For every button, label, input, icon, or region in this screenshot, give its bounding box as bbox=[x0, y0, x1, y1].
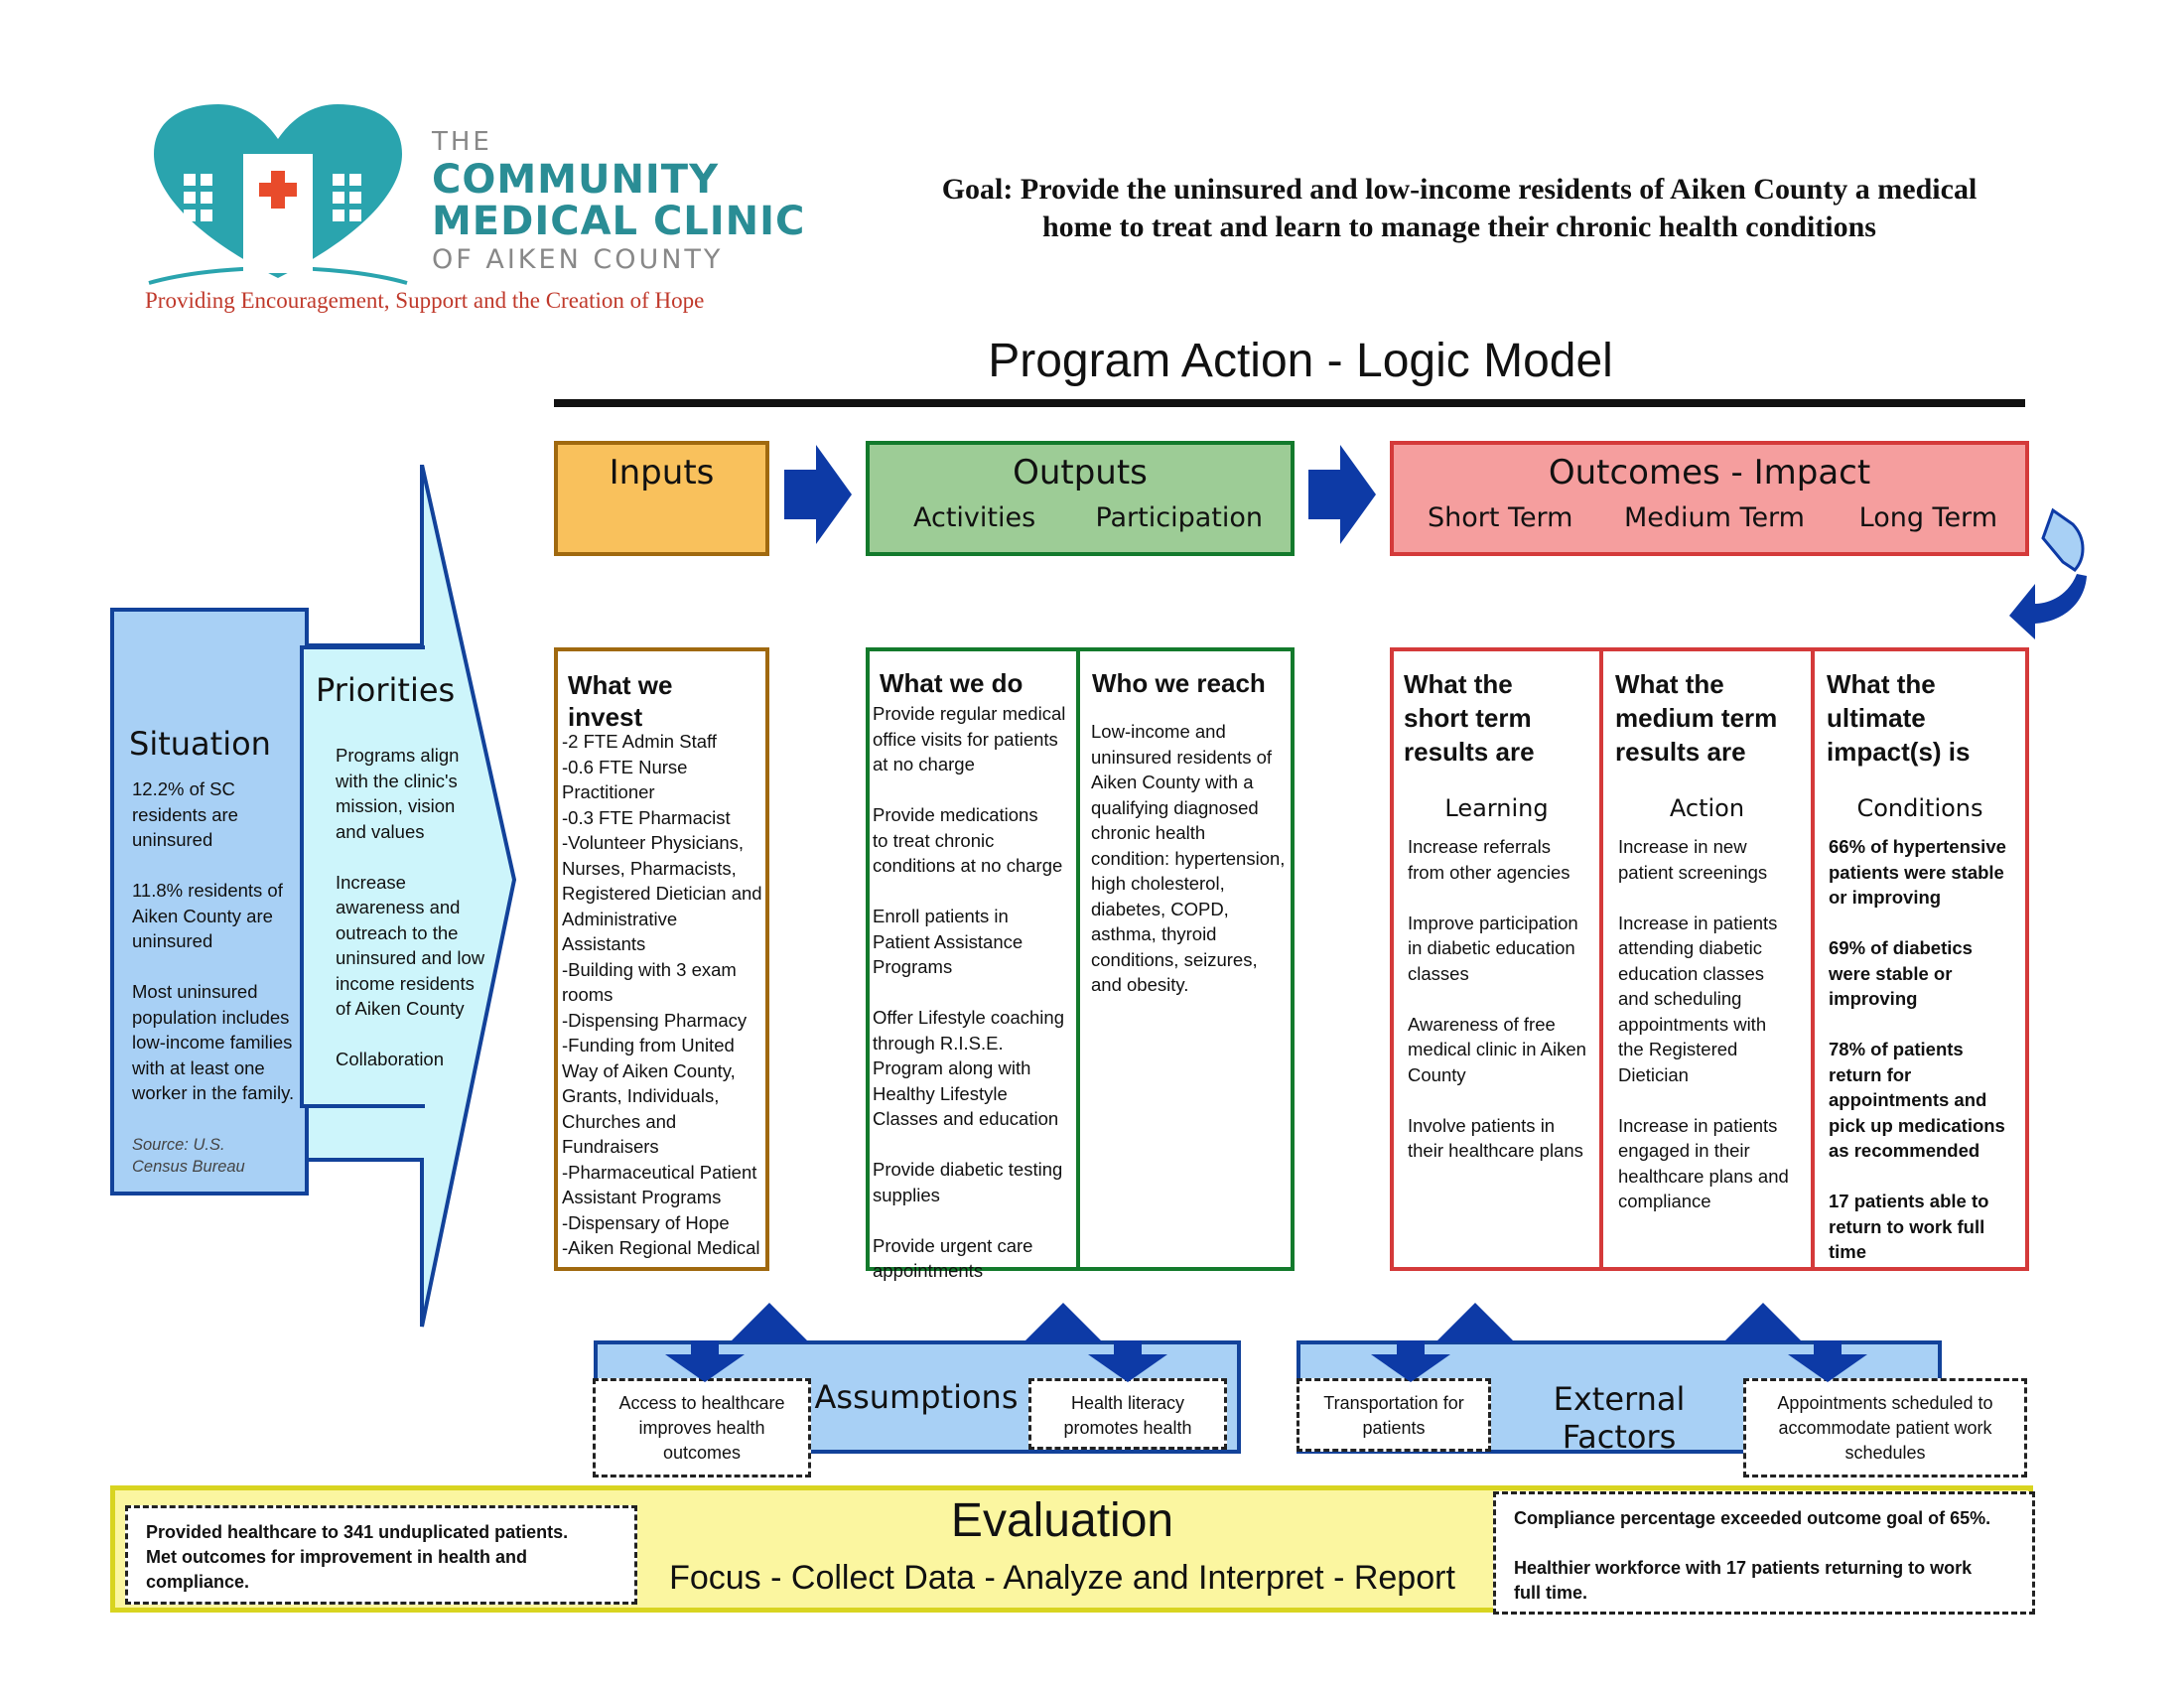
goal-statement: Goal: Provide the uninsured and low-inco… bbox=[941, 173, 1978, 243]
medium-term-title: What the medium term results are bbox=[1615, 669, 1778, 767]
logo-medical-clinic: MEDICAL CLINIC bbox=[432, 199, 806, 244]
reach-text: Low-income and uninsured residents of Ai… bbox=[1091, 721, 1286, 995]
short-term-text: Increase referrals from other agencies I… bbox=[1408, 836, 1586, 1161]
clinic-logo: THE COMMUNITY MEDICAL CLINIC OF AIKEN CO… bbox=[139, 99, 824, 318]
reach-title: Who we reach bbox=[1092, 668, 1266, 698]
evaluation-title: Evaluation bbox=[950, 1494, 1174, 1547]
invest-column: What we invest -2 FTE Admin Staff -0.6 F… bbox=[554, 647, 769, 1271]
long-term-text: 66% of hypertensive patients were stable… bbox=[1829, 836, 2006, 1262]
evaluation-right-box: Compliance percentage exceeded outcome g… bbox=[1493, 1491, 2035, 1615]
logo-aiken-county: OF AIKEN COUNTY bbox=[432, 244, 724, 275]
up-arrow-icon bbox=[1723, 1303, 1803, 1342]
short-term-label: Short Term bbox=[1428, 502, 1573, 533]
evaluation-left-box: Provided healthcare to 341 unduplicated … bbox=[125, 1505, 637, 1605]
long-term-label: Long Term bbox=[1858, 502, 1997, 533]
inputs-header: Inputs bbox=[554, 441, 769, 556]
down-arrow-icon bbox=[1088, 1340, 1167, 1382]
heart-building-icon bbox=[148, 104, 408, 285]
do-title: What we do bbox=[880, 668, 1024, 698]
long-term-title: What the ultimate impact(s) is bbox=[1827, 669, 1971, 767]
down-arrow-icon bbox=[1371, 1340, 1450, 1382]
arrow-right-icon bbox=[784, 445, 852, 544]
up-arrow-icon bbox=[1024, 1303, 1103, 1342]
outputs-divider bbox=[1076, 647, 1080, 1271]
up-arrow-icon bbox=[1435, 1303, 1515, 1342]
logo-the: THE bbox=[432, 127, 492, 157]
title-rule bbox=[554, 399, 2025, 407]
up-arrow-icon bbox=[730, 1303, 809, 1342]
evaluation-subtitle: Focus - Collect Data - Analyze and Inter… bbox=[669, 1559, 1455, 1597]
inputs-header-title: Inputs bbox=[609, 453, 715, 492]
external-factors-title: External Factors bbox=[1553, 1380, 1686, 1456]
situation-title: Situation bbox=[129, 725, 271, 763]
short-term-title: What the short term results are bbox=[1404, 669, 1535, 767]
page-title: Program Action - Logic Model bbox=[988, 335, 1613, 387]
arrow-right-icon bbox=[1308, 445, 1376, 544]
invest-title: What we invest bbox=[568, 670, 673, 732]
medium-term-label: Medium Term bbox=[1624, 502, 1805, 533]
down-arrow-icon bbox=[665, 1340, 745, 1382]
logo-community: COMMUNITY bbox=[432, 157, 720, 203]
long-term-subheading: Conditions bbox=[1856, 794, 1983, 822]
outcomes-header-title: Outcomes - Impact bbox=[1548, 453, 1871, 492]
cycle-arrow-icon bbox=[2009, 507, 2087, 639]
external-right-box: Appointments scheduled to accommodate pa… bbox=[1743, 1378, 2027, 1477]
priorities-box bbox=[300, 645, 425, 1108]
assumption-right-box: Health literacy promotes health bbox=[1028, 1378, 1227, 1450]
medium-term-text: Increase in new patient screenings Incre… bbox=[1618, 836, 1789, 1211]
invest-text: -2 FTE Admin Staff -0.6 FTE Nurse Practi… bbox=[562, 731, 762, 1258]
outputs-header: Outputs Activities Participation bbox=[866, 441, 1295, 556]
assumption-left-box: Access to healthcare improves health out… bbox=[593, 1378, 811, 1477]
situation-box bbox=[110, 608, 309, 1196]
priorities-text: Programs align with the clinic's mission… bbox=[336, 745, 485, 1069]
outcomes-header: Outcomes - Impact Short Term Medium Term… bbox=[1390, 441, 2029, 556]
outputs-header-title: Outputs bbox=[1013, 453, 1148, 492]
assumptions-title: Assumptions bbox=[814, 1378, 1019, 1416]
medium-term-subheading: Action bbox=[1669, 794, 1745, 822]
outputs-columns bbox=[866, 647, 1295, 1271]
down-arrow-icon bbox=[1788, 1340, 1867, 1382]
short-term-subheading: Learning bbox=[1444, 794, 1549, 822]
do-text: Provide regular medical office visits fo… bbox=[873, 703, 1066, 1281]
external-left-box: Transportation for patients bbox=[1297, 1378, 1491, 1452]
logo-tagline: Providing Encouragement, Support and the… bbox=[145, 288, 705, 313]
priorities-title: Priorities bbox=[316, 671, 456, 709]
situation-text: 12.2% of SC residents are uninsured 11.8… bbox=[132, 778, 295, 1103]
activities-label: Activities bbox=[913, 502, 1036, 533]
situation-source: Source: U.S. Census Bureau bbox=[132, 1136, 245, 1176]
outcomes-divider-2 bbox=[1811, 647, 1815, 1271]
outcomes-columns bbox=[1390, 647, 2029, 1271]
outcomes-divider-1 bbox=[1599, 647, 1603, 1271]
participation-label: Participation bbox=[1095, 502, 1263, 533]
